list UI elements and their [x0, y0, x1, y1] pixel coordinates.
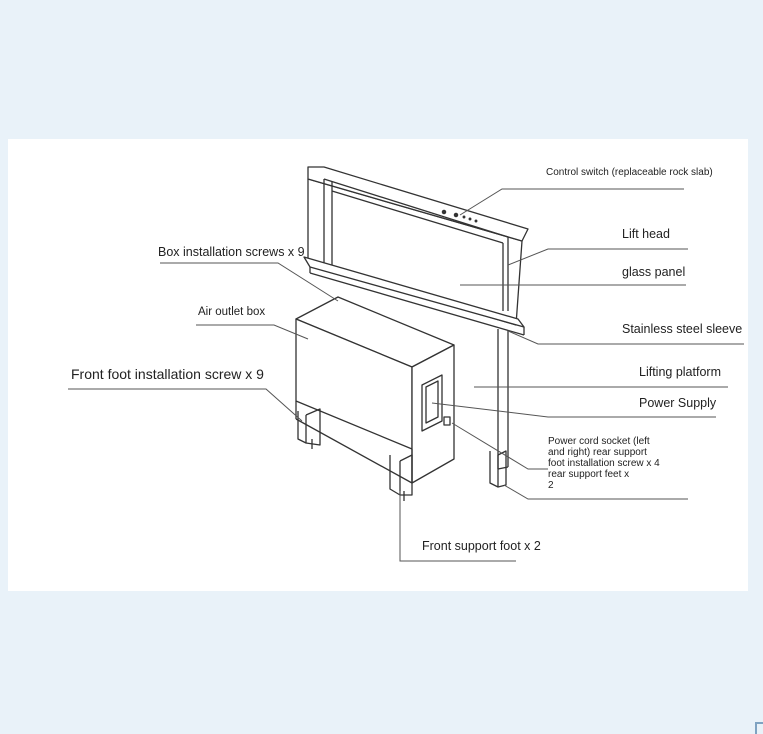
leader-front-foot-screw [68, 388, 303, 422]
label-stainless-steel-sleeve: Stainless steel sleeve [622, 322, 743, 336]
label-box-installation-screws: Box installation screws x 9 [158, 245, 305, 259]
label-power-cord-socket: Power cord socket (left and right) rear … [548, 436, 660, 491]
appliance-line-drawing [68, 166, 744, 562]
leader-lift-head [507, 248, 688, 266]
label-lift-head: Lift head [622, 227, 670, 241]
leader-control-switch [459, 188, 684, 216]
label-front-foot-installation-screw: Front foot installation screw x 9 [71, 366, 264, 382]
stainless-steel-sleeve [303, 256, 525, 336]
label-control-switch: Control switch (replaceable rock slab) [546, 167, 713, 178]
label-glass-panel: glass panel [622, 265, 686, 279]
leader-power-supply [431, 402, 716, 418]
lift-head-frame [307, 166, 529, 326]
label-air-outlet-box: Air outlet box [198, 306, 266, 318]
leader-rear-feet [503, 484, 688, 500]
leader-air-outlet [196, 324, 309, 340]
label-front-support-foot: Front support foot x 2 [422, 539, 541, 553]
leader-power-cord [451, 422, 548, 470]
leader-box-screws [160, 262, 339, 302]
diagram-panel: Control switch (replaceable rock slab) L… [8, 139, 748, 591]
leader-sleeve [507, 330, 744, 345]
lifting-platform [497, 329, 509, 470]
corner-bracket-icon [755, 722, 763, 734]
leader-front-support [399, 491, 516, 562]
air-outlet-box [295, 296, 455, 484]
label-lifting-platform: Lifting platform [639, 365, 721, 379]
label-power-supply: Power Supply [639, 396, 717, 410]
